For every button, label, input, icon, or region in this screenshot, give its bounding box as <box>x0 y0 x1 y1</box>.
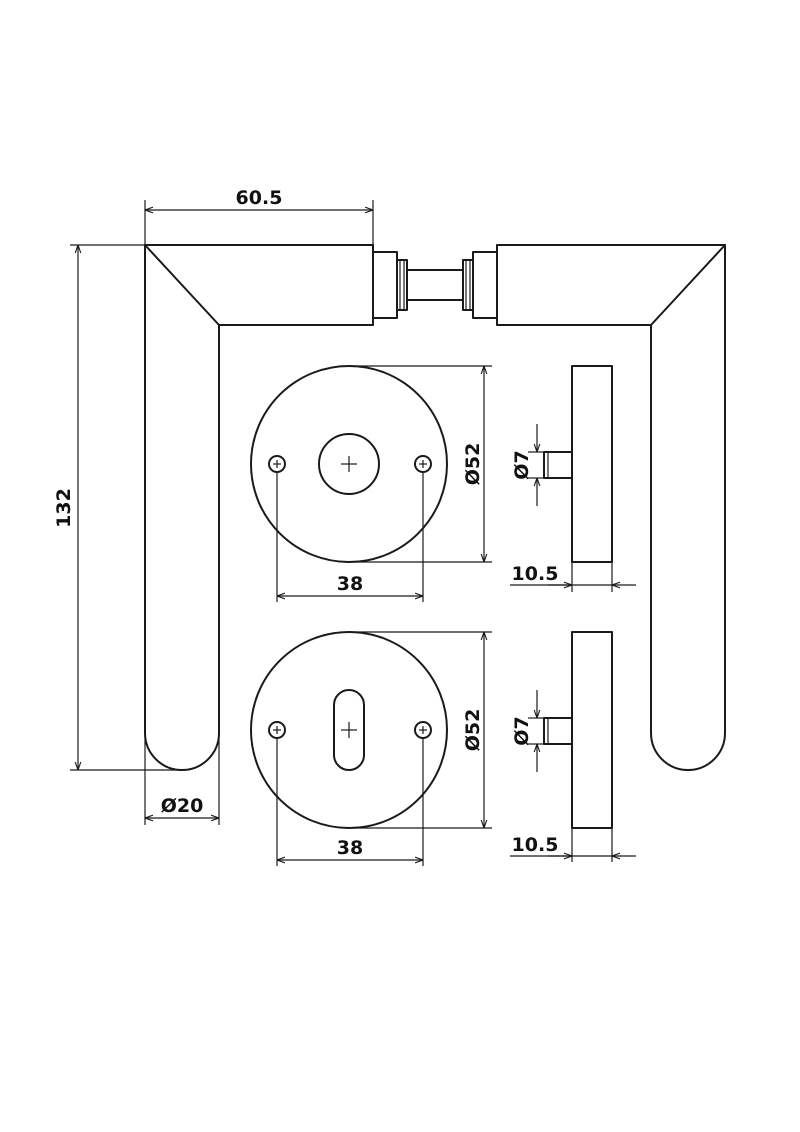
height-dimension-label: 132 <box>53 488 75 528</box>
top-rose-thickness-label: 10.5 <box>512 563 559 585</box>
height-dimension: 132 <box>53 244 182 771</box>
handle-diameter-dimension: Ø20 <box>144 733 220 825</box>
bottom-screw-spacing-label: 38 <box>337 837 363 859</box>
bottom-rose-diameter-dimension: Ø52 <box>349 631 492 829</box>
handle-diameter-label: Ø20 <box>161 795 204 817</box>
bottom-spindle-diameter-dimension: Ø7 <box>511 690 544 772</box>
bottom-rose <box>250 631 448 829</box>
spindle-connector <box>372 251 498 319</box>
top-screw-spacing-dimension: 38 <box>276 472 424 602</box>
top-spindle-diameter-dimension: Ø7 <box>511 424 544 506</box>
width-dimension-label: 60.5 <box>236 187 283 209</box>
width-dimension: 60.5 <box>144 187 374 245</box>
bottom-screw-spacing-dimension: 38 <box>276 738 424 866</box>
screw-hole-right <box>414 455 432 473</box>
bottom-rose-thickness-dimension: 10.5 <box>510 828 636 862</box>
top-rose <box>250 365 448 563</box>
top-screw-spacing-label: 38 <box>337 573 363 595</box>
bottom-rose-thickness-label: 10.5 <box>512 834 559 856</box>
screw-hole-left <box>268 455 286 473</box>
top-rose-thickness-dimension: 10.5 <box>510 562 636 592</box>
top-spindle-diameter-label: Ø7 <box>511 450 533 479</box>
bottom-spindle-diameter-label: Ø7 <box>511 716 533 745</box>
bottom-rose-side-view <box>543 631 613 829</box>
top-rose-diameter-dimension: Ø52 <box>349 365 492 563</box>
screw-hole-right <box>414 721 432 739</box>
right-lever-handle <box>496 244 726 771</box>
screw-hole-left <box>268 721 286 739</box>
bottom-rose-diameter-label: Ø52 <box>462 709 484 752</box>
top-rose-diameter-label: Ø52 <box>462 443 484 486</box>
top-rose-side-view <box>543 365 613 563</box>
